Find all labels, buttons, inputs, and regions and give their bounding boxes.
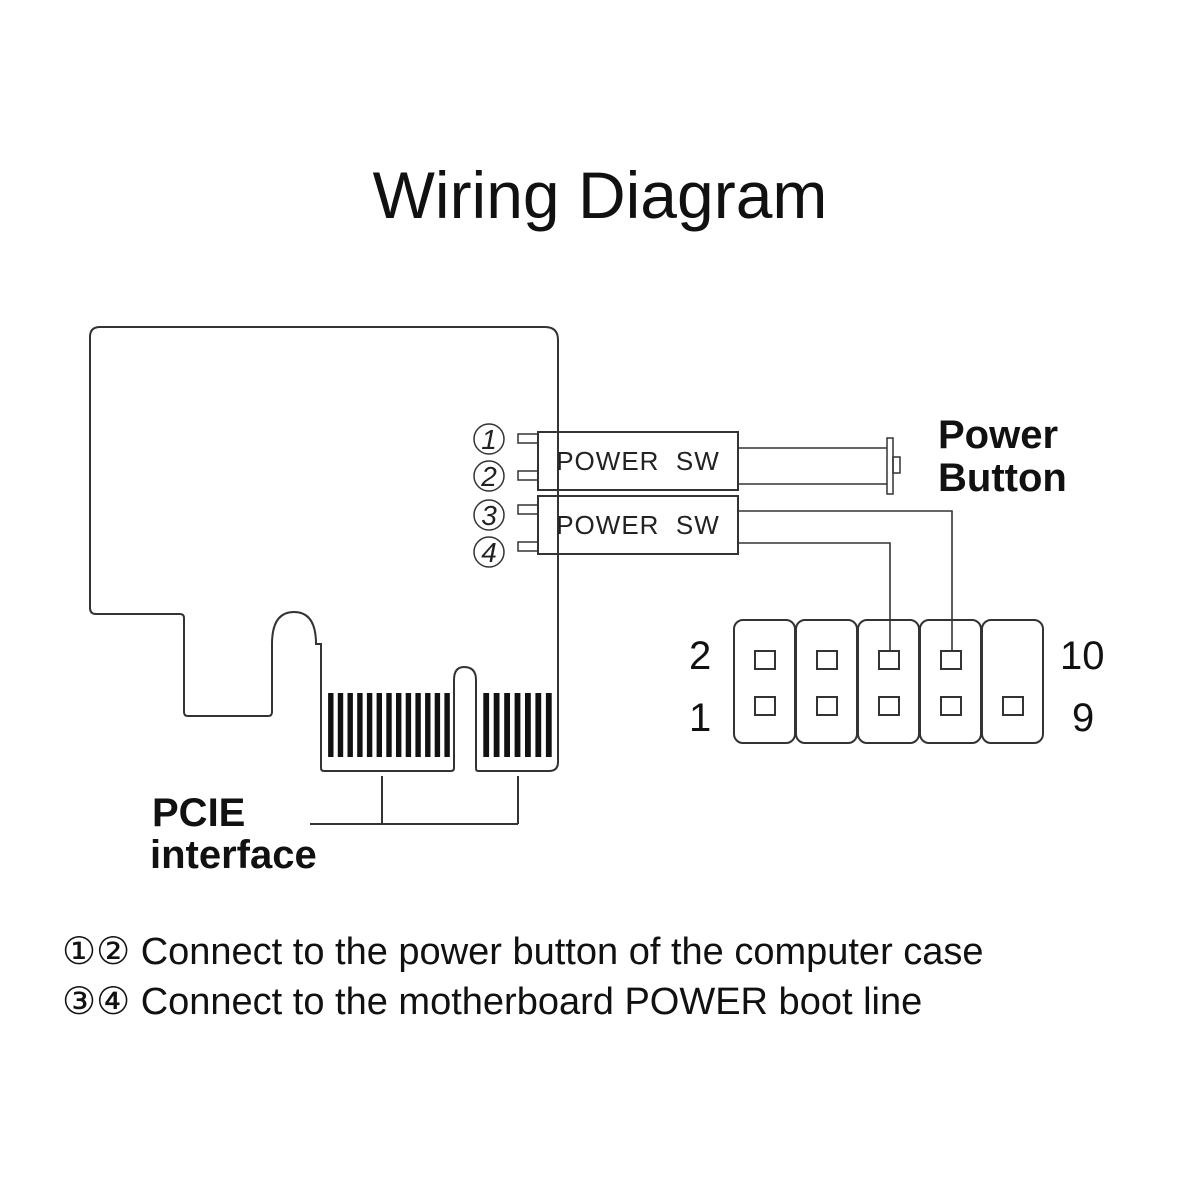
header-column (795, 619, 858, 744)
wire-to-header-pin-a (738, 510, 953, 651)
header-pin (754, 696, 776, 716)
wire-to-header-pin-b (738, 542, 891, 651)
gold-finger (493, 693, 500, 757)
legend-line-1: ①② Connect to the power button of the co… (62, 931, 984, 973)
power-button-label-line2: Button (938, 456, 1067, 500)
legend-line-2: ③④ Connect to the motherboard POWER boot… (62, 981, 922, 1023)
header-column (981, 619, 1044, 744)
header-pin (878, 696, 900, 716)
header-label-9: 9 (1072, 696, 1094, 740)
header-label-10: 10 (1060, 634, 1105, 678)
pcie-gold-fingers (328, 693, 552, 757)
gold-finger (328, 693, 334, 757)
pin-stubs (517, 433, 539, 552)
pin-2-label: 2 (480, 461, 497, 492)
legend-2-text: Connect to the motherboard POWER boot li… (141, 981, 923, 1023)
legend-2-marks: ③④ (62, 981, 130, 1023)
gold-finger (396, 693, 402, 757)
power-button-icon (738, 437, 901, 495)
pcie-label-line1: PCIE (152, 791, 245, 835)
pcie-bracket (310, 776, 519, 825)
gold-finger (366, 693, 373, 757)
gold-finger (405, 693, 412, 757)
pin-2: 2 (473, 460, 505, 492)
header-pin (940, 696, 962, 716)
pin-1-label: 1 (481, 424, 497, 455)
gold-finger (337, 693, 344, 757)
gold-finger (444, 693, 450, 757)
header-pin (754, 650, 776, 670)
gold-finger (483, 693, 490, 757)
pcie-label-line2: interface (150, 833, 317, 877)
gold-finger (357, 693, 363, 757)
header-pin (816, 696, 838, 716)
gold-finger (425, 693, 431, 757)
header-pin (816, 650, 838, 670)
gold-finger (415, 693, 421, 757)
gold-finger (514, 693, 521, 757)
header-label-2: 2 (689, 634, 711, 678)
header-column (919, 619, 982, 744)
power-sw-connector-2: POWER SW (537, 495, 739, 555)
gold-finger (386, 693, 392, 757)
gold-finger (434, 693, 441, 757)
gold-finger (504, 693, 510, 757)
gold-finger (535, 693, 542, 757)
motherboard-front-panel-header (733, 619, 1044, 744)
pin-3-label: 3 (481, 500, 497, 531)
header-label-1: 1 (689, 696, 711, 740)
legend-1-marks: ①② (62, 931, 130, 973)
pin-4: 4 (473, 536, 505, 568)
power-sw-connector-1: POWER SW (537, 431, 739, 491)
diagram-title: Wiring Diagram (373, 158, 828, 232)
header-column (733, 619, 796, 744)
header-pin (940, 650, 962, 670)
power-button-label-line1: Power (938, 413, 1058, 457)
pin-1: 1 (473, 423, 505, 455)
pcie-card-outline (89, 326, 559, 772)
header-pin (878, 650, 900, 670)
connector-2-label: POWER SW (556, 510, 720, 540)
pin-4-label: 4 (481, 537, 497, 568)
header-pin (1002, 696, 1024, 716)
gold-finger (347, 693, 353, 757)
gold-finger (376, 693, 382, 757)
pin-3: 3 (473, 499, 505, 531)
gold-finger (525, 693, 531, 757)
legend-1-text: Connect to the power button of the compu… (141, 931, 984, 973)
header-column (857, 619, 920, 744)
gold-finger (545, 693, 552, 757)
connector-1-label: POWER SW (556, 446, 720, 476)
